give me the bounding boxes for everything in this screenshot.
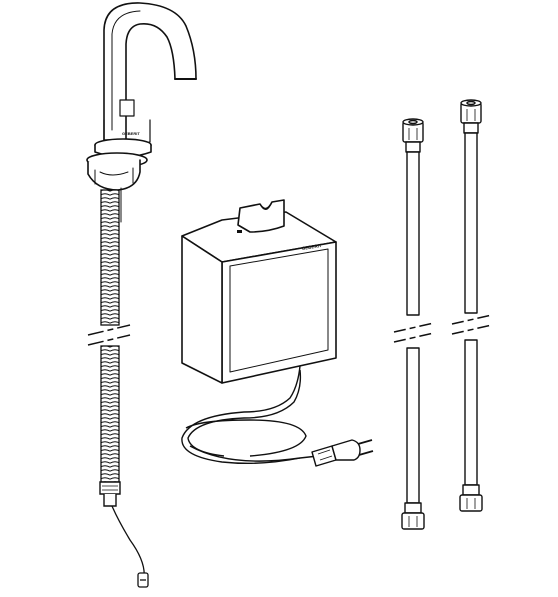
power-plug: [311, 439, 374, 467]
break-mark: [451, 314, 493, 335]
plug-prong: [358, 450, 374, 456]
sensor-window: [119, 99, 135, 117]
cable-inlet: [237, 199, 285, 233]
box-front: [221, 241, 337, 384]
connection-hose-2: [451, 99, 493, 512]
connection-hose-1: [393, 118, 435, 530]
break-mark: [393, 322, 435, 343]
logo-mark-box: GEBERIT: [301, 243, 322, 251]
power-cable: [181, 365, 319, 465]
plug-prong: [357, 439, 373, 445]
logo-mark-faucet: GEBERIT: [122, 131, 140, 136]
control-box: GEBERIT: [181, 199, 337, 384]
hose-fitting: [99, 481, 121, 495]
faucet: GEBERIT: [86, 2, 197, 223]
sensor-cable: [111, 505, 149, 588]
box-side: [181, 235, 223, 384]
braided-hose: [87, 189, 131, 507]
break-mark: [87, 324, 131, 346]
